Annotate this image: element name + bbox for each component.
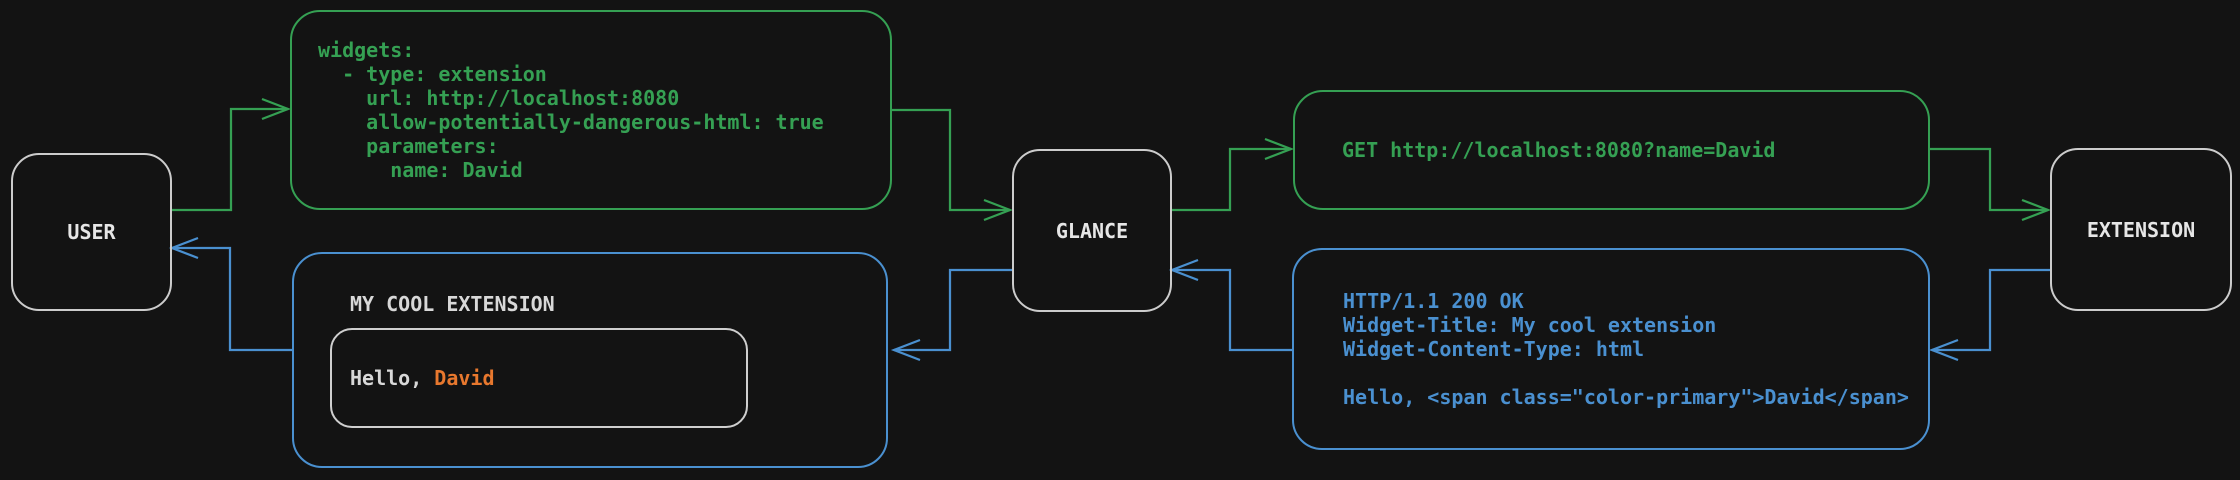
code-line: Widget-Title: My cool extension [1343,313,1717,337]
code-line: Hello, <span class="color-primary">David… [1343,385,1909,409]
arrow-config-to-glance-arrowhead [983,198,1014,222]
node-glance-label: GLANCE [1055,218,1129,243]
get-request-box: GET http://localhost:8080?name=David [1293,90,1930,210]
node-glance: GLANCE [1012,149,1172,312]
arrow-user-to-config-arrowhead [261,97,292,121]
config-yaml-code: widgets: - type: extension url: http://l… [292,12,890,208]
code-line [1343,361,1928,385]
arrow-preview-to-user-line [172,246,292,352]
arrow-request-to-extension-line [1930,147,2048,212]
arrow-response-to-glance-line [1172,268,1292,352]
code-line: - type: extension [318,62,547,86]
node-user: USER [11,153,172,311]
arrow-glance-to-preview-line [894,268,1012,352]
greeting-prefix: Hello, [350,366,435,390]
widget-preview-title: MY COOL EXTENSION [350,292,555,316]
http-response-code: HTTP/1.1 200 OK Widget-Title: My cool ex… [1294,250,1928,448]
greeting-text: Hello, David [332,366,495,390]
code-line: HTTP/1.1 200 OK [1343,289,1524,313]
node-extension-label: EXTENSION [2086,217,2196,242]
code-line: allow-potentially-dangerous-html: true [318,110,824,134]
config-yaml-box: widgets: - type: extension url: http://l… [290,10,892,210]
http-response-box: HTTP/1.1 200 OK Widget-Title: My cool ex… [1292,248,1930,450]
arrow-glance-to-request-line [1170,147,1291,212]
arrow-extension-to-response-arrowhead [1928,338,1959,362]
arrow-config-to-glance-line [892,108,1010,212]
blue-response-flow [168,236,2050,362]
code-line: widgets: [318,38,415,62]
arrow-glance-to-preview-arrowhead [890,338,921,362]
green-request-flow [170,97,2052,222]
code-line: name: David [318,158,523,182]
arrow-response-to-glance-arrowhead [1168,258,1199,282]
node-extension: EXTENSION [2050,148,2232,311]
arrow-extension-to-response-line [1932,268,2050,352]
widget-preview-box: MY COOL EXTENSION Hello, David [292,252,888,468]
arrow-request-to-extension-arrowhead [2021,198,2052,222]
widget-render-box: Hello, David [330,328,748,428]
code-line: Widget-Content-Type: html [1343,337,1645,361]
arrow-glance-to-request-arrowhead [1264,137,1295,161]
code-line: GET http://localhost:8080?name=David [1342,138,1776,162]
get-request-code: GET http://localhost:8080?name=David [1295,92,1928,208]
node-user-label: USER [67,220,116,244]
code-line: url: http://localhost:8080 [318,86,680,110]
greeting-name: David [434,366,495,390]
arrow-user-to-config-line [170,107,288,212]
code-line: parameters: [318,134,499,158]
arrow-preview-to-user-arrowhead [168,236,199,260]
